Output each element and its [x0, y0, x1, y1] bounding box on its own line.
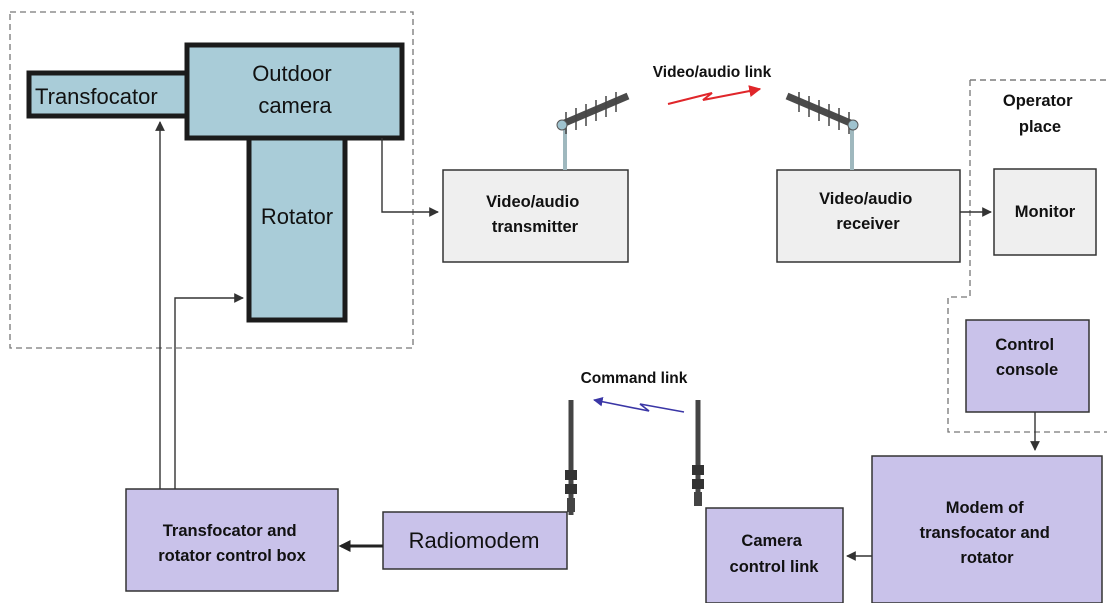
- camera-control-link-label: Camera control link: [730, 532, 820, 576]
- command-link-arrow: [593, 396, 685, 413]
- transmitter-antenna: [556, 92, 630, 170]
- outdoor-camera-block: [184, 42, 405, 141]
- monitor-label: Monitor: [1015, 203, 1076, 221]
- radiomodem-block: [382, 511, 568, 570]
- control-console-label: Control console: [995, 336, 1058, 379]
- transfocator-label: Transfocator: [35, 84, 158, 109]
- video-audio-transmitter-label: Video/audio transmitter: [486, 193, 584, 236]
- camera-to-transmitter-arrow: [381, 138, 439, 217]
- outdoor-camera-label: Outdoor camera: [252, 61, 338, 118]
- command-link-label: Command link: [581, 370, 688, 387]
- modem-block: [871, 455, 1103, 603]
- video-audio-receiver-block: [776, 169, 961, 263]
- receiver-antenna: [785, 92, 859, 170]
- video-audio-receiver-label: Video/audio receiver: [819, 190, 917, 233]
- video-audio-link-arrow: [667, 85, 762, 105]
- radiomodem-label: Radiomodem: [409, 528, 540, 553]
- video-audio-link-label: Video/audio link: [653, 64, 772, 81]
- modem-label: Modem of transfocator and rotator: [920, 499, 1055, 567]
- control-box-block: [125, 488, 339, 592]
- operator-place-label: Operator place: [1003, 92, 1077, 136]
- video-audio-transmitter-block: [442, 169, 629, 263]
- camera-control-link-block: [705, 507, 844, 603]
- camera-site-region: [9, 11, 414, 349]
- command-link-antenna-left: [565, 400, 577, 515]
- operator-place-region-outline: [947, 79, 1107, 433]
- control-console-block: [965, 319, 1090, 413]
- monitor-block: [993, 168, 1097, 256]
- rotator-block: [246, 135, 348, 323]
- control-box-label: Transfocator and rotator control box: [158, 522, 306, 565]
- command-link-antenna-right: [692, 400, 704, 506]
- control-box-to-rotator-arrow: [174, 293, 244, 489]
- transfocator-block: [26, 70, 191, 119]
- rotator-label: Rotator: [261, 204, 333, 229]
